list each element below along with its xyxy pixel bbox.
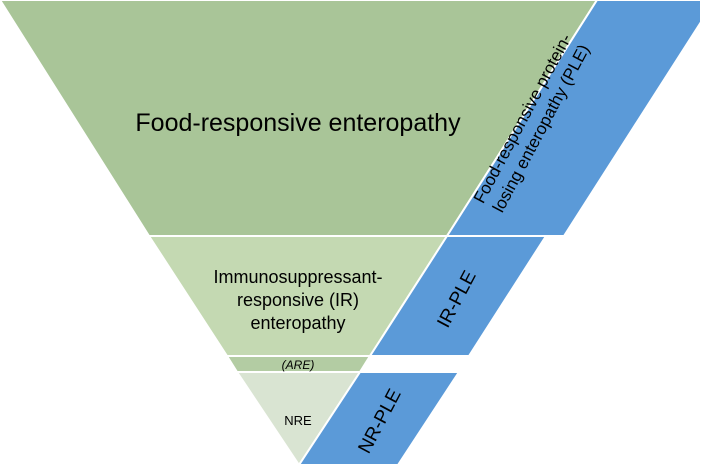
nre-label: NRE: [284, 413, 312, 428]
ire-label-line-1: Immunosuppressant-: [213, 267, 382, 287]
ire-label-line-3: enteropathy: [250, 313, 345, 333]
nr-ple-band: [297, 371, 461, 466]
fre-label: Food-responsive enteropathy: [135, 109, 461, 137]
are-label: (ARE): [282, 358, 315, 372]
ire-label-line-2: responsive (IR): [237, 290, 359, 310]
ir-ple-band: [368, 235, 548, 357]
fr-ple-band: [445, 0, 702, 237]
